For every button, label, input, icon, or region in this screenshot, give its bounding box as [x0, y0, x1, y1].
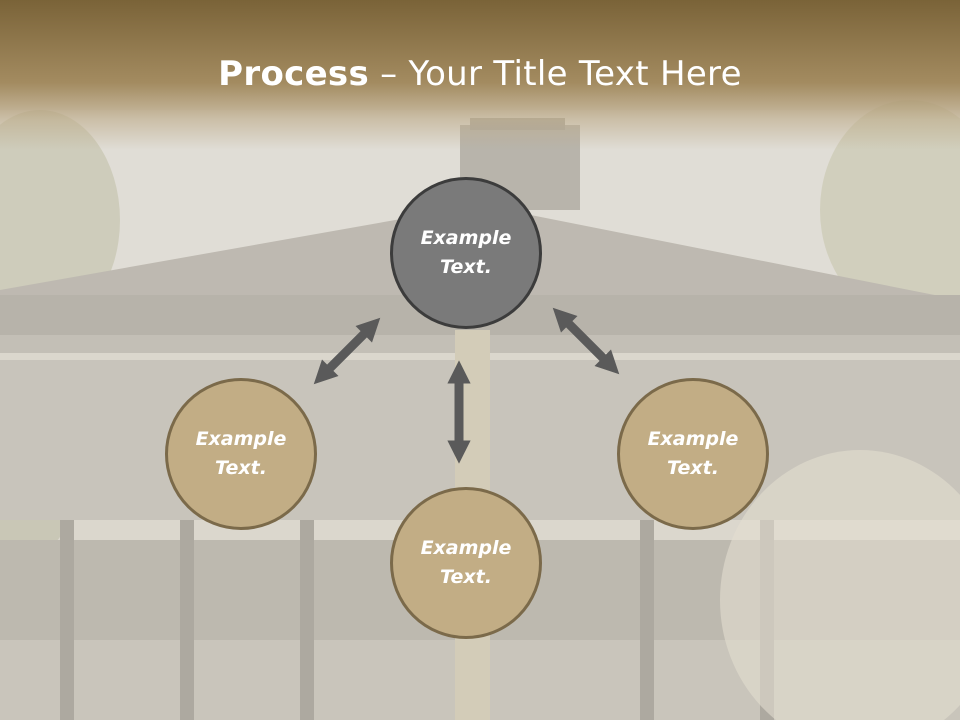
node-bottom-line2: Text. [440, 566, 492, 588]
node-left-line1: Example [195, 428, 287, 450]
title-rest: Your Title Text Here [408, 54, 742, 94]
node-left[interactable]: Example Text. [165, 378, 317, 530]
title-band [0, 0, 960, 150]
title-bold: Process [218, 54, 370, 94]
node-right[interactable]: Example Text. [617, 378, 769, 530]
node-right-line1: Example [647, 428, 739, 450]
node-left-line2: Text. [215, 457, 267, 479]
slide-title: Process – Your Title Text Here [0, 52, 960, 96]
title-dash: – [369, 54, 409, 94]
node-right-line2: Text. [667, 457, 719, 479]
node-center-line2: Text. [440, 256, 492, 278]
node-center-line1: Example [420, 227, 512, 249]
node-bottom[interactable]: Example Text. [390, 487, 542, 639]
node-bottom-line1: Example [420, 537, 512, 559]
node-center[interactable]: Example Text. [390, 177, 542, 329]
